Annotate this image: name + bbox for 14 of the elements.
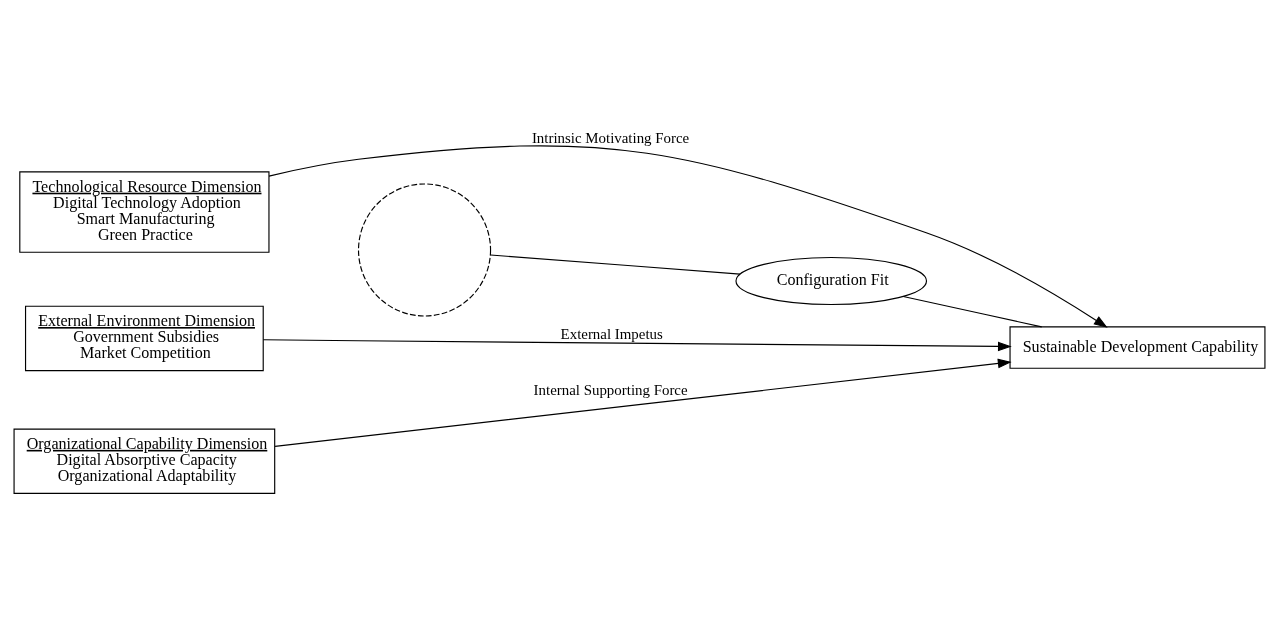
node-box: External Environment Dimension Government Subsidies Market Competition bbox=[24, 305, 264, 371]
edge-label: External Impetus bbox=[560, 325, 663, 342]
edge-label: Internal Supporting Force bbox=[533, 381, 688, 398]
connector bbox=[902, 295, 1043, 327]
node-box: Technological Resource Dimension Digital Technology Adoption Smart Manufacturing Green Practice bbox=[19, 170, 270, 253]
node-circle bbox=[357, 182, 492, 317]
edge-label: Intrinsic Motivating Force bbox=[531, 129, 690, 146]
arrow bbox=[262, 338, 1012, 351]
node-box: Organizational Capability Dimension Digital Absorptive Capacity Organizational Adaptability bbox=[13, 428, 276, 494]
connector bbox=[490, 253, 741, 275]
node-box: Sustainable Development Capability bbox=[1009, 325, 1266, 369]
arrow bbox=[274, 358, 1012, 447]
arrow bbox=[268, 144, 1108, 328]
node-ellipse: Configuration Fit bbox=[735, 256, 928, 305]
